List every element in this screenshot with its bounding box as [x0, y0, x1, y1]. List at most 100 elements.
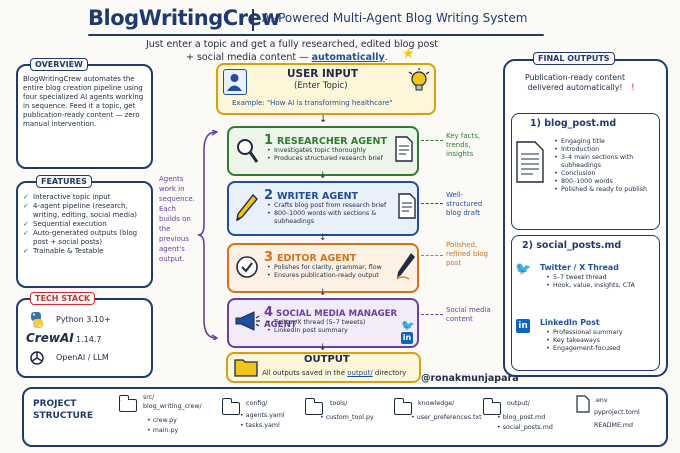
twitter-title: Twitter / X Thread — [540, 263, 619, 272]
agent-bullet: LinkedIn post summary — [266, 327, 398, 335]
python-version: Python 3.10+ — [56, 315, 111, 324]
app-title: BlogWritingCrew — [88, 6, 281, 30]
linkedin-bullet: Professional summary — [545, 329, 655, 337]
writer-side-note: Well-structured blog draft — [446, 191, 483, 217]
tagline-line-1: Just enter a topic and get a fully resea… — [146, 39, 439, 50]
folder-tools-line: • custom_tool.py — [320, 414, 374, 421]
tagline-2a: + social media content — — [186, 52, 312, 63]
blog-bullet: Introduction — [553, 146, 657, 154]
tagline-automatically: automatically — [311, 52, 385, 63]
side-arrow — [421, 255, 443, 256]
pen-icon — [395, 251, 417, 285]
blog-document-icon — [515, 140, 545, 188]
folder-src-line: • crew.py — [147, 417, 177, 424]
folder-src-name: src/ — [143, 394, 155, 401]
openai-label: OpenAI / LLM — [56, 353, 109, 362]
folder-icon — [221, 398, 240, 415]
crewai-version: 1.14.7 — [76, 335, 102, 344]
overview-heading: OVERVIEW — [30, 58, 88, 71]
output-box — [226, 352, 421, 383]
magnifier-icon — [234, 136, 260, 170]
sparkle-icon: ! — [631, 83, 635, 93]
tagline-2c: . — [384, 52, 388, 63]
folder-src-line: blog_writing_crew/ — [143, 403, 202, 410]
folder-icon — [393, 398, 412, 415]
twitter-icon: 🐦 — [515, 262, 532, 277]
flow-arrow: ↓ — [319, 171, 327, 181]
agent-number: 4 — [264, 305, 274, 320]
twitter-bullets: 5–7 tweet thread Hook, value, insights, … — [545, 274, 655, 290]
output-text-a: All outputs saved in the — [262, 369, 348, 377]
blog-bullet: 3–4 main sections with subheadings — [553, 154, 657, 170]
document-icon — [397, 193, 417, 223]
folder-output — [482, 398, 501, 419]
researcher-side-note: Key facts, trends, insights — [446, 132, 481, 158]
folder-config-line: • tasks.yaml — [240, 422, 280, 429]
folder-icon — [118, 395, 137, 412]
title-underline — [88, 34, 544, 36]
social-bullets: Twitter/X thread (5–7 tweets) LinkedIn p… — [266, 319, 398, 335]
editor-bullets: Polishes for clarity, grammar, flow Ensu… — [266, 264, 398, 280]
folder-config-line: • agents.yaml — [240, 412, 285, 419]
output-text-c: directory — [372, 369, 407, 377]
folder-config-name: config/ — [246, 400, 268, 407]
megaphone-icon — [234, 311, 260, 337]
agent-bullet: 800–1000 words with sections & subheadin… — [266, 210, 398, 226]
output-text: All outputs saved in the output/ directo… — [262, 369, 406, 377]
features-heading: FEATURES — [36, 175, 92, 188]
feature-item: 4-agent pipeline (research, writing, edi… — [23, 202, 151, 220]
output-dir: output/ — [347, 369, 373, 377]
agent-number: 3 — [264, 250, 274, 265]
agent-bullet: Polishes for clarity, grammar, flow — [266, 264, 398, 272]
overview-panel — [16, 64, 153, 169]
folder-output-name: output/ — [507, 400, 530, 407]
lightbulb-icon — [407, 68, 431, 96]
blog-bullet: Polished & ready to publish — [553, 186, 657, 194]
agent-bullet: Ensures publication-ready output — [266, 272, 398, 280]
root-file: README.md — [594, 422, 634, 429]
social-posts-title: 2) social_posts.md — [522, 240, 622, 251]
title-divider — [252, 9, 254, 31]
blog-bullet: Engaging title — [553, 138, 657, 146]
linkedin-bullet: Key takeaways — [545, 337, 655, 345]
file-icon — [576, 395, 590, 417]
agent-bullet: Crafts blog post from research brief — [266, 202, 398, 210]
agent-name: RESEARCHER AGENT — [277, 136, 387, 147]
user-input-title: USER INPUT — [287, 68, 359, 80]
side-arrow — [421, 140, 443, 141]
folder-tools — [304, 398, 323, 419]
page-subtitle: AI-Powered Multi-Agent Blog Writing Syst… — [262, 11, 528, 25]
agent-number: 2 — [264, 188, 274, 203]
folder-icon — [482, 398, 501, 415]
blog-bullet: Conclusion — [553, 170, 657, 178]
agent-bullet: Twitter/X thread (5–7 tweets) — [266, 319, 398, 327]
output-title: OUTPUT — [304, 354, 350, 365]
folder-output-line: • social_posts.md — [497, 424, 553, 431]
feature-item: Trainable & Testable — [23, 247, 151, 256]
folder-icon — [304, 398, 323, 415]
document-icon — [394, 136, 414, 166]
feature-item: Sequential execution — [23, 220, 151, 229]
twitter-bullet: Hook, value, insights, CTA — [545, 282, 655, 290]
linkedin-icon: in — [401, 332, 413, 344]
linkedin-bullet: Engagement-focused — [545, 345, 655, 353]
flow-arrow: ↓ — [319, 343, 327, 353]
editor-side-note: Polished, refined blog post — [446, 241, 488, 267]
features-list: Interactive topic input 4-agent pipeline… — [23, 193, 151, 256]
side-arrow — [421, 314, 443, 315]
tagline-line-2: + social media content — automatically. — [186, 52, 388, 63]
overview-text: BlogWritingCrew automates the entire blo… — [23, 75, 144, 128]
folder-knowledge — [393, 398, 412, 419]
feature-item: Auto-generated outputs (blog post + soci… — [23, 229, 151, 247]
author-handle: @ronakmunjapara — [421, 373, 519, 384]
folder-output-line: • blog_post.md — [497, 414, 546, 421]
sparkle-star-icon: ★ — [402, 46, 415, 62]
blog-post-title: 1) blog_post.md — [530, 118, 617, 129]
user-input-example: Example: "How AI is transforming healthc… — [232, 99, 393, 107]
